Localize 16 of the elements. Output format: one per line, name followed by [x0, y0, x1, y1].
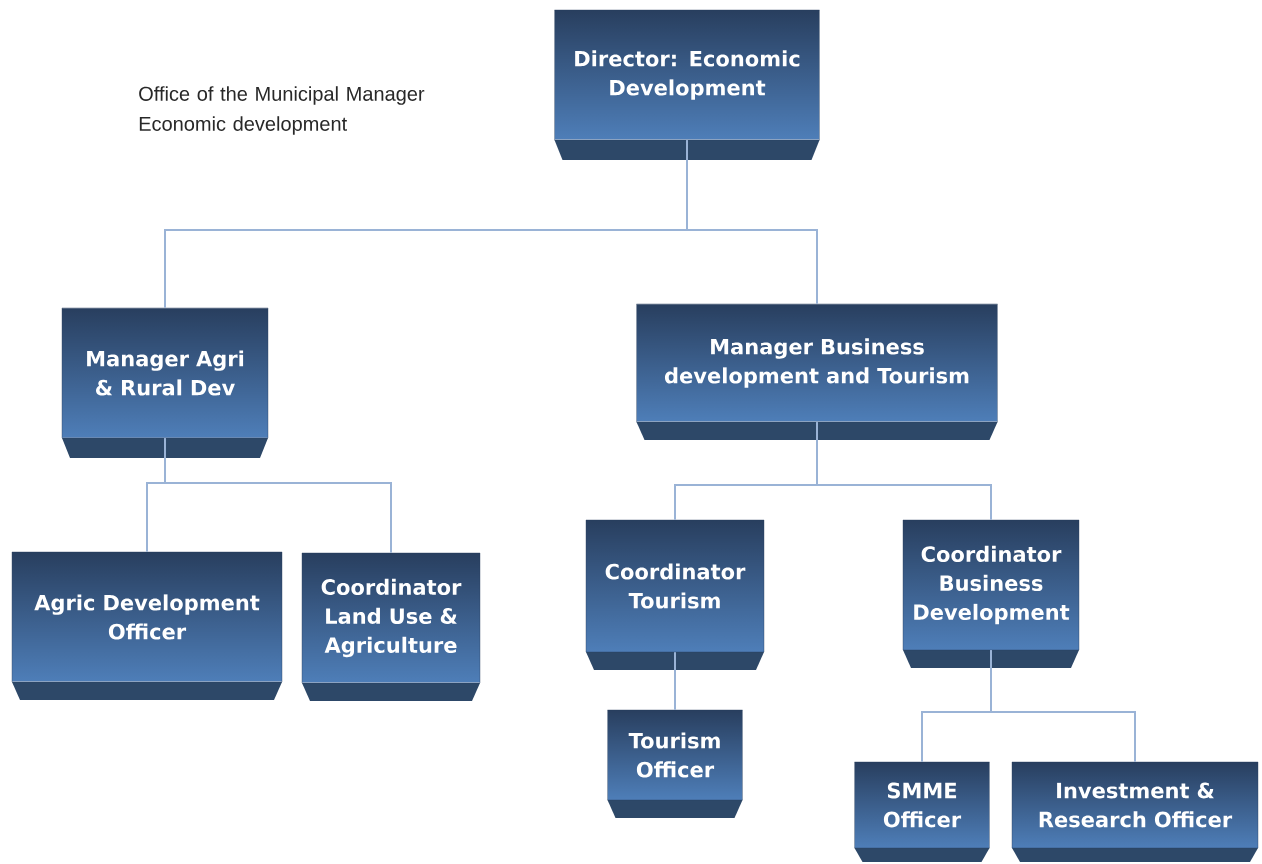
org-chart-box: Agric Development Officer: [11, 551, 283, 700]
org-chart-box: SMME Officer: [854, 761, 990, 862]
connector-line: [674, 651, 676, 711]
connector-line: [990, 649, 1136, 763]
note-text: Office of the Municipal Manager Economic development: [139, 86, 425, 135]
connector-line: [686, 139, 818, 305]
org-chart-box: Manager Agri & Rural Dev: [61, 307, 269, 458]
org-chart-box: Investment & Research Officer: [1011, 761, 1259, 862]
org-chart-box: Coordinator Business Development: [902, 519, 1080, 668]
org-chart-box: Manager Business development and Tourism: [636, 303, 998, 440]
org-chart-box: Tourism Officer: [607, 709, 743, 818]
org-chart-box: Coordinator Land Use & Agriculture: [301, 552, 481, 701]
connector-line: [816, 421, 992, 521]
connector-line: [164, 437, 392, 554]
org-chart-box: Coordinator Tourism: [585, 519, 765, 670]
org-chart-box: Director: Economic Development: [554, 9, 820, 160]
